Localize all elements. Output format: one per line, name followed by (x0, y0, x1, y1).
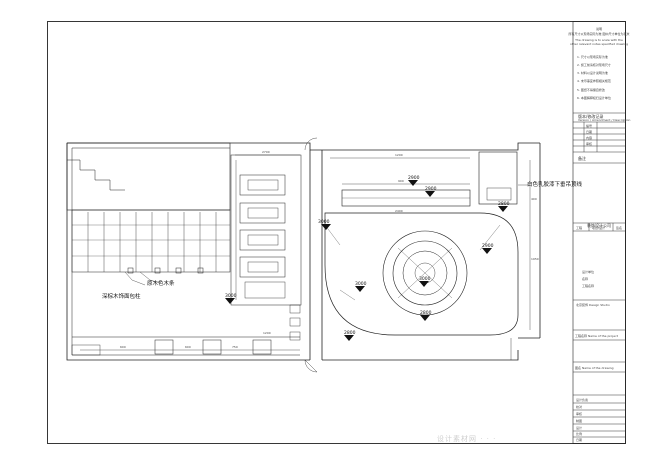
height-tag-label: 2800 (420, 310, 432, 316)
dimension-value: 1200 (263, 331, 271, 335)
height-tag-label: 2900 (482, 243, 494, 249)
remarks-label: 备注 (578, 155, 586, 161)
height-tag-marker (225, 298, 235, 304)
dimension-value: 400 (531, 197, 537, 201)
note-item: 4. 未尽事宜参照相关规范 (577, 78, 611, 83)
title-header: 说明 所有尺寸以现场实际为准 图中尺寸单位为毫米 The drawing is … (569, 26, 630, 46)
note-item: 1. 尺寸以现场实际为准 (577, 54, 608, 59)
title-header-line: 所有尺寸以现场实际为准 图中尺寸单位为毫米 (569, 31, 630, 36)
note-item: 5. 图纸不得擅自修改 (577, 87, 605, 92)
dimension-lines (80, 154, 531, 351)
height-tag-label: 2900 (408, 175, 420, 181)
company-col: 工程 (576, 225, 582, 230)
signature-rows (573, 402, 626, 438)
project-line: 设计单位 (582, 269, 594, 274)
height-tag-label: 2800 (498, 201, 510, 207)
revision-heading: 版本/修改记录 (578, 113, 603, 119)
height-tag-marker (482, 248, 492, 254)
dimension-value: 2400 (395, 209, 403, 213)
right-ceiling-note: 白色乳胶漆下垂吊顶线 (527, 180, 583, 188)
project-line: 工程名称 (582, 283, 594, 288)
sheet-border (47, 21, 626, 444)
dimension-value: 1200 (395, 153, 403, 157)
revision-row-label: 审核 (586, 141, 592, 146)
dimension-value: 600 (120, 345, 126, 349)
watermark: 设计素材网 · · · (437, 435, 497, 443)
company-block (573, 222, 626, 396)
signature-row-label: 设计 (576, 425, 582, 430)
project-name-label: 工程名称 Name of the project (575, 333, 619, 338)
company-col: 签名 (616, 225, 622, 230)
signature-row-label: 校对 (576, 404, 582, 409)
revision-row-label: 日期 (586, 129, 592, 134)
signature-row-label: 日期 (576, 437, 582, 442)
note-item: 6. 本图解释权归设计单位 (577, 95, 611, 100)
signature-row-label: 制图 (576, 418, 582, 423)
revision-subheading: Version / Amendment / Description (578, 118, 631, 122)
dimension-value: 900 (398, 179, 404, 183)
height-tag-label: 3000 (355, 281, 367, 287)
wood-edge-label: 原木色木条 (147, 279, 175, 287)
height-tag-label: 2900 (425, 186, 437, 192)
height-tag-marker (498, 206, 508, 212)
signature-row-label: 设计负责 (576, 397, 588, 402)
note-item: 3. 材料以设计说明为准 (577, 70, 608, 75)
height-tag-marker (408, 180, 418, 186)
title-header-line: 说明 (596, 26, 602, 31)
height-tag-marker (321, 224, 331, 230)
revision-row-label: 编号 (586, 123, 592, 128)
dimension-value: 2700 (262, 150, 270, 154)
height-tag-label: 3000 (318, 219, 330, 225)
title-header-line: The drawing is to scale with the (574, 38, 623, 42)
revision-table (573, 112, 626, 153)
company-col: 项目/设计 (592, 225, 605, 230)
dimension-value: 1950 (531, 257, 539, 261)
title-block (572, 21, 626, 444)
annotation-leaders (124, 184, 530, 286)
side-panel-label: 深棕木饰面包柱 (102, 292, 141, 300)
project-english-name: 北京装饰 Design Studio (576, 302, 610, 307)
dimension-value: 600 (185, 345, 191, 349)
title-header-line: other relevant notes specified drawing (570, 42, 628, 46)
floor-plan (66, 137, 541, 373)
height-tag-marker (419, 281, 429, 287)
height-tag-label: 3000 (225, 293, 237, 299)
notes-list: 1. 尺寸以现场实际为准 2. 施工前请核对现场尺寸 3. 材料以设计说明为准 … (577, 54, 611, 100)
height-tag-marker (420, 315, 430, 321)
column-markers (127, 267, 204, 274)
drawing-title-label: 图名 Name of the drawing (575, 365, 614, 370)
dimension-values: 2700 1200 900 400 2400 1950 600 600 750 … (120, 150, 539, 349)
height-tag-labels: 2900 2900 2800 3000 3000 3000 2800 2800 … (225, 175, 510, 336)
height-tag-marker (355, 286, 365, 292)
height-tag-label: 2800 (344, 330, 356, 336)
revision-row-label: 内容 (586, 135, 592, 140)
company-heading: 装饰设计公司 (587, 222, 611, 228)
dimension-value: 750 (232, 345, 238, 349)
height-tags (225, 180, 508, 341)
height-tag-label: 3000 (419, 276, 431, 282)
project-line: 名称 (582, 276, 588, 281)
height-tag-marker (344, 335, 354, 341)
height-tag-marker (425, 191, 435, 197)
signature-row-label: 审核 (576, 411, 582, 416)
signature-row-label: 比例 (576, 431, 582, 436)
note-item: 2. 施工前请核对现场尺寸 (577, 62, 611, 67)
